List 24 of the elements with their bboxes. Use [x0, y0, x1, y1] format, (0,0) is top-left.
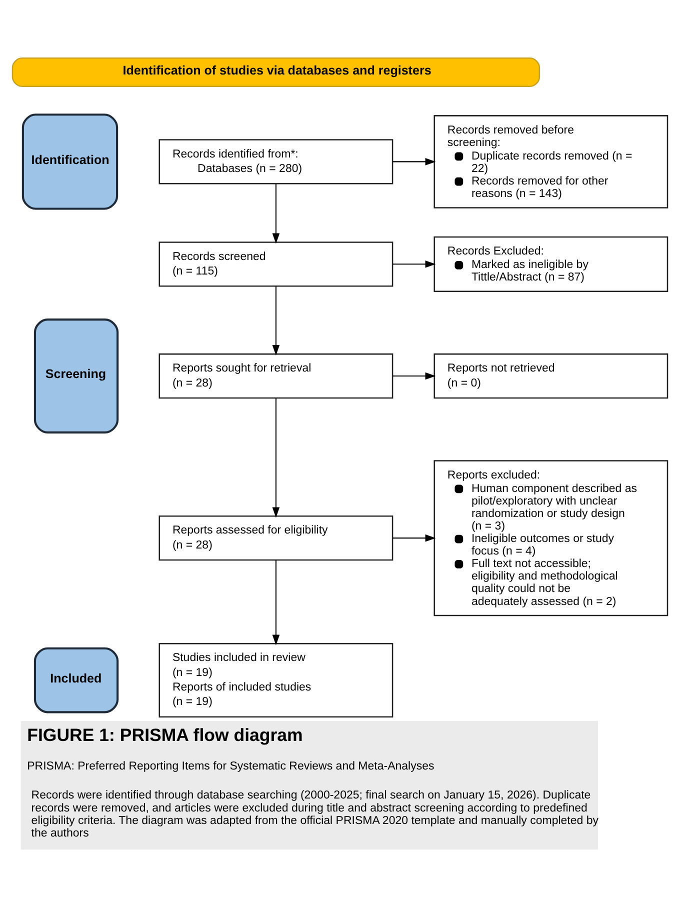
arrow: [392, 534, 436, 542]
arrow: [272, 398, 280, 518]
node-box: Screening: [34, 318, 119, 434]
arrow: [392, 158, 436, 166]
arrow: [272, 184, 280, 244]
node-box: Records identified from*: Databases (n = 280): [158, 139, 394, 184]
caption: Records were identified through database searching (2000-2025; final search on January 15, 2026). Duplicate records were removed, and articles were excluded during title and abstract screening according to predefined eligibility criteria. The diagram was adapted from the official PRISMA 2020 template and manually completed by the authors: [31, 790, 599, 840]
node-box: Studies included in review (n = 19) Reports of included studies (n = 19): [158, 643, 394, 718]
label: PRISMA: Preferred Reporting Items for Systematic Reviews and Meta-Analyses: [27, 760, 434, 772]
node-box: Records screened (n = 115): [158, 242, 394, 287]
node-box: Identification: [22, 114, 118, 210]
diagram-title: FIGURE 1: PRISMA flow diagram: [27, 725, 303, 746]
arrow: [392, 372, 436, 380]
node-box: Records removed before screening: Duplicate records removed (n = 22) Records removed for other reasons (n = 143): [434, 115, 668, 208]
node-box: Included: [34, 647, 119, 714]
node-box: Reports assessed for eligibility (n = 28): [158, 515, 394, 561]
node-box: Reports not retrieved (n = 0): [434, 353, 668, 399]
node-box: Identification of studies via databases and registers: [12, 58, 540, 88]
arrow: [392, 260, 436, 268]
arrow: [272, 560, 280, 646]
node-box: Records Excluded: Marked as ineligible by Tittle/Abstract (n = 87): [434, 236, 668, 292]
node-box: Reports excluded: Human component described as pilot/exploratory with unclear randomization or study design (n = 3) Ineligible outcomes or study focus (n = 4) Full text not accessible; eligibility and methodological quality could not be adequately assessed (n = 2): [434, 460, 668, 616]
node-box: Reports sought for retrieval (n = 28): [158, 353, 394, 399]
arrow: [272, 286, 280, 356]
